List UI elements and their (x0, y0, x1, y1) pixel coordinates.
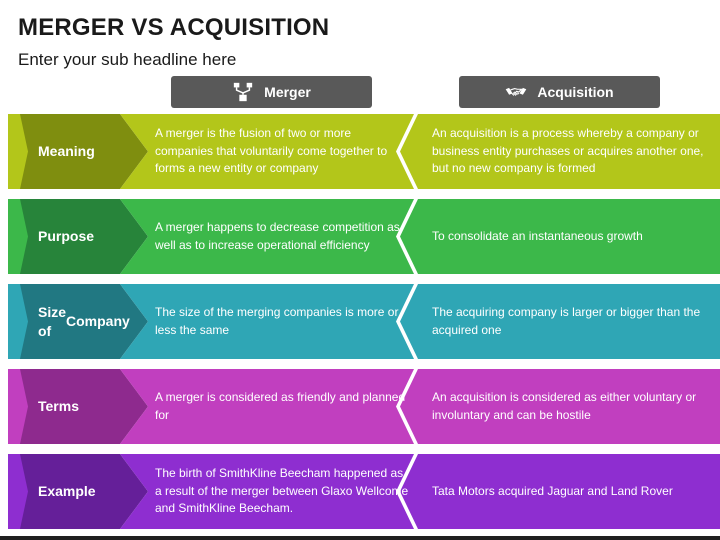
row-label: Example (38, 454, 128, 529)
acquisition-text: An acquisition is considered as either v… (432, 390, 697, 422)
acquisition-text: To consolidate an instantaneous growth (432, 228, 643, 243)
acquisition-cell (400, 199, 720, 274)
row-label: Terms (38, 369, 128, 444)
comparison-row: Terms A merger is considered as friendly … (8, 369, 720, 444)
row-label: Purpose (38, 199, 128, 274)
acquisition-cell (400, 284, 720, 359)
row-accent-strip (8, 284, 28, 359)
merger-cell (120, 454, 414, 529)
merger-column-header: Merger (171, 76, 372, 108)
merger-cell (120, 199, 414, 274)
row-label-line1: Terms (38, 398, 79, 415)
merger-cell (120, 369, 414, 444)
merger-text: A merger happens to decrease competition… (155, 220, 400, 252)
row-accent-strip (8, 199, 28, 274)
merger-text: A merger is considered as friendly and p… (155, 390, 406, 422)
merger-column-label: Merger (264, 84, 311, 100)
row-label-chevron (8, 199, 148, 274)
row-label-chevron (8, 369, 148, 444)
merger-cell (120, 284, 414, 359)
page-title: MERGER VS ACQUISITION (18, 14, 330, 41)
row-accent-strip (8, 114, 28, 189)
merger-text: A merger is the fusion of two or more co… (155, 126, 388, 176)
row-label-chevron (8, 454, 148, 529)
acquisition-text: The acquiring company is larger or bigge… (432, 305, 701, 337)
comparison-row: Purpose A merger happens to decrease comp… (8, 199, 720, 274)
row-label-line1: Purpose (38, 228, 95, 245)
row-accent-strip (8, 454, 28, 529)
merger-text: The size of the merging companies is mor… (155, 305, 399, 337)
merger-text: The birth of SmithKline Beecham happened… (155, 466, 409, 516)
acquisition-column-header: Acquisition (459, 76, 660, 108)
row-label: Meaning (38, 114, 128, 189)
bottom-bar (0, 536, 720, 540)
handshake-icon (506, 87, 527, 96)
row-label-chevron (8, 284, 148, 359)
acquisition-text: Tata Motors acquired Jaguar and Land Rov… (432, 483, 673, 498)
row-label-line1: Size of (38, 304, 67, 339)
page-subtitle: Enter your sub headline here (18, 50, 237, 69)
acquisition-text: An acquisition is a process whereby a co… (432, 126, 704, 176)
acquisition-cell (400, 369, 720, 444)
comparison-row: Meaning A merger is the fusion of two or … (8, 114, 720, 189)
row-label-line1: Example (38, 483, 96, 500)
row-label-line1: Meaning (38, 143, 95, 160)
row-label-chevron (8, 114, 148, 189)
row-label-line2: Company (66, 313, 130, 330)
acquisition-column-label: Acquisition (537, 84, 614, 100)
acquisition-cell (400, 454, 720, 529)
merger-icon (233, 82, 253, 102)
acquisition-cell (400, 114, 720, 189)
row-accent-strip (8, 369, 28, 444)
comparison-row: Example The birth of SmithKline Beecham h… (8, 454, 720, 529)
merger-cell (120, 114, 414, 189)
